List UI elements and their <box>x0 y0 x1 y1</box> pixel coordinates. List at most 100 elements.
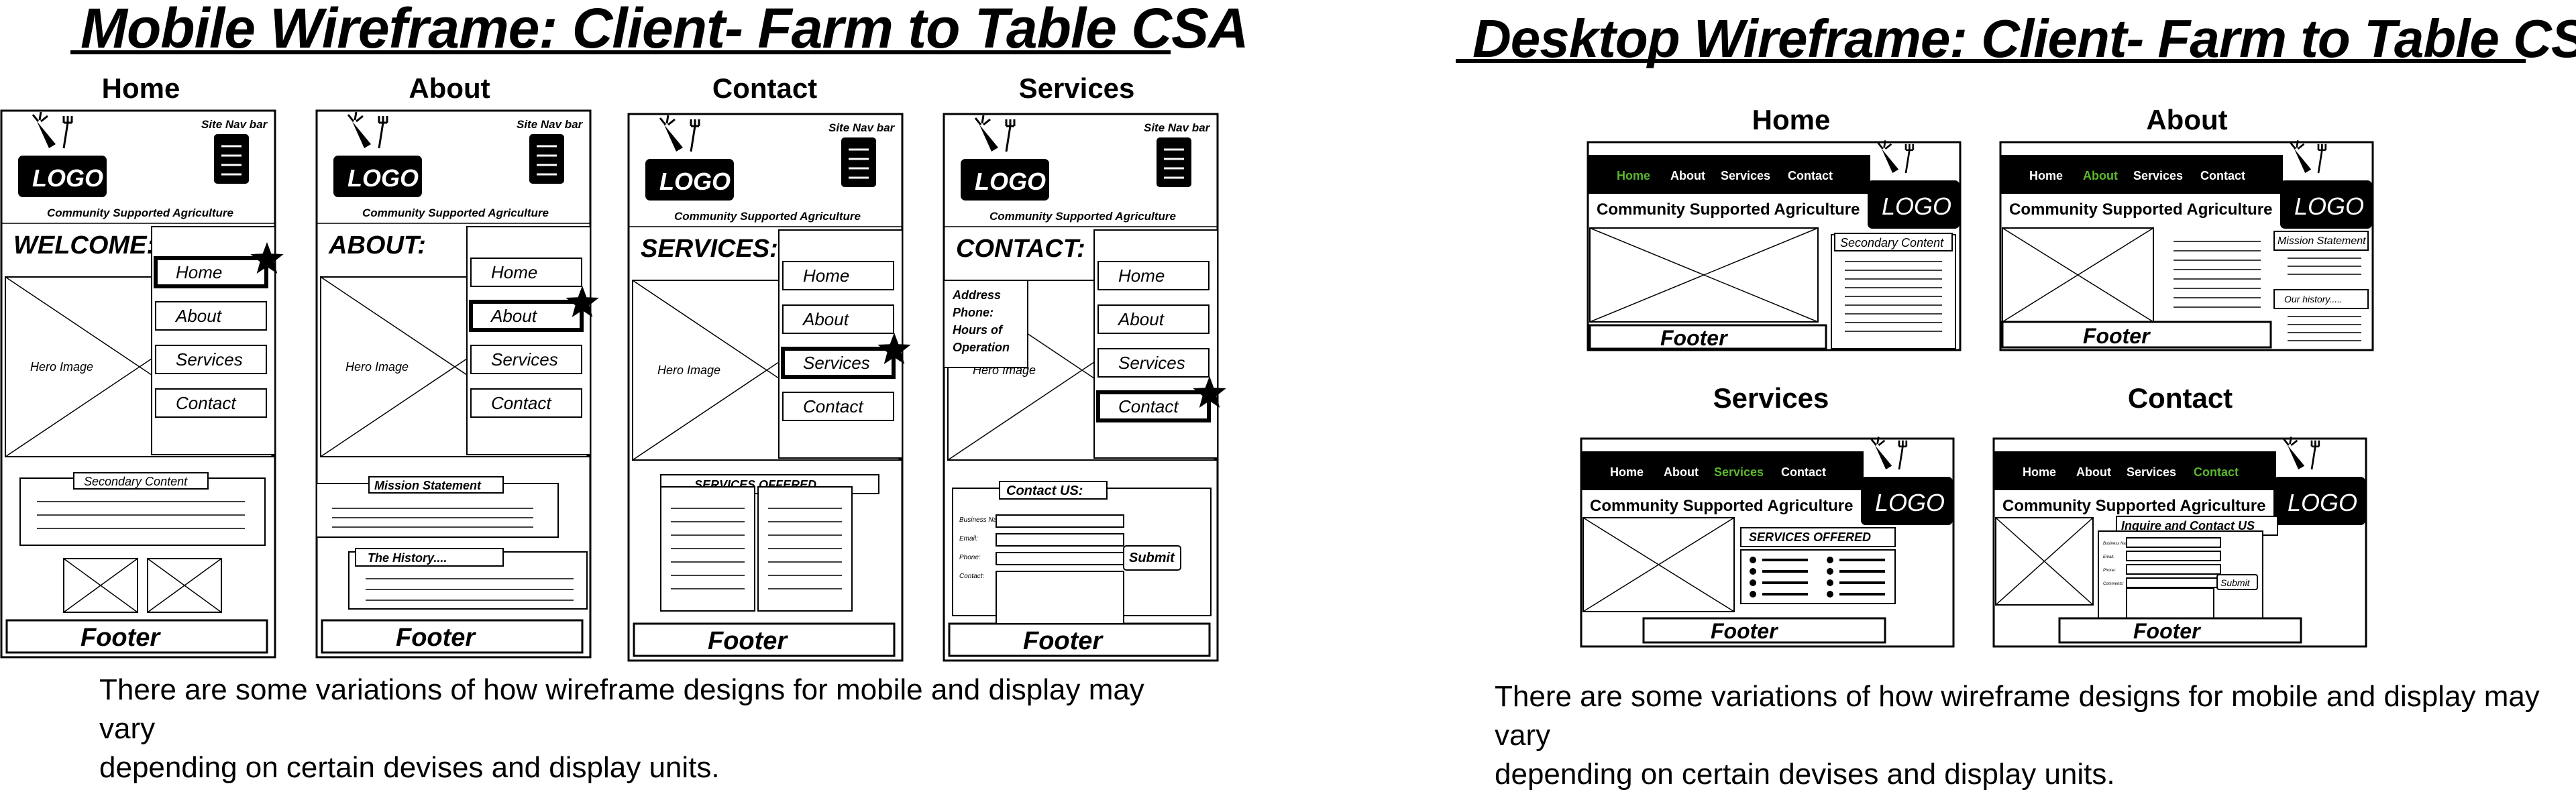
image-placeholder-diagonal <box>147 558 222 613</box>
nav-item-home[interactable]: Home <box>1610 465 1644 479</box>
nav-item-about[interactable]: About <box>2076 465 2111 479</box>
hamburger-menu-icon <box>214 134 249 184</box>
nav-item-about[interactable]: About <box>1664 465 1699 479</box>
image-placeholder-diagonal <box>1589 227 1819 323</box>
desktop-nav-bar <box>2000 155 2283 194</box>
desktop-title: Desktop Wireframe: Client- Farm to Table… <box>1472 9 2576 68</box>
address-info-box <box>943 280 1028 368</box>
nav-item-services[interactable]: Services <box>2133 169 2183 182</box>
mobile-page-label-about: About <box>409 72 490 104</box>
site-nav-label: Site Nav bar <box>517 118 584 131</box>
page-heading: SERVICES: <box>641 235 778 263</box>
image-placeholder-diagonal <box>1582 517 1735 612</box>
carrot-shape <box>2294 149 2312 173</box>
site-nav-label: Site Nav bar <box>828 121 896 134</box>
menu-item-home <box>1097 261 1210 290</box>
footer-box <box>5 619 268 654</box>
footer-box <box>633 622 896 657</box>
nav-item-services[interactable]: Services <box>2127 465 2176 479</box>
desktop-nav-bar <box>1587 155 1870 194</box>
desktop-caption-line-2: depending on certain devises and display… <box>1495 758 2115 791</box>
menu-item-about <box>469 300 584 332</box>
carrot-fork-icon <box>1877 140 1915 174</box>
menu-item-home <box>782 261 894 290</box>
mission-statement-tag <box>368 476 504 494</box>
menu-item-label: Contact <box>803 396 864 416</box>
hero-image-placeholder <box>1995 517 2094 606</box>
tagline-text: Community Supported Agriculture <box>989 210 1176 223</box>
nav-item-contact[interactable]: Contact <box>2200 169 2245 182</box>
logo-box <box>961 159 1049 201</box>
bullet-icon <box>1750 591 1756 598</box>
nav-item-about[interactable]: About <box>1670 169 1705 182</box>
carrot-fork-icon <box>2290 140 2327 174</box>
form-field-label: Business Name: <box>2103 542 2133 546</box>
bullet-icon <box>1827 579 1833 586</box>
services-offered-tag <box>1740 527 1896 547</box>
carrot-shape <box>979 125 998 152</box>
menu-item-label: Home <box>803 266 849 286</box>
active-star-icon <box>877 333 911 364</box>
mobile-title-underline <box>70 50 1171 54</box>
form-comment-area <box>2126 587 2214 622</box>
desktop-tagline: Community Supported Agriculture <box>1590 497 1853 515</box>
carrot-leaves <box>2290 140 2305 150</box>
desktop-tagline: Community Supported Agriculture <box>2009 201 2272 219</box>
bullet-icon <box>1827 557 1833 563</box>
secondary-content-label: Secondary Content <box>1840 236 1944 249</box>
nav-item-services[interactable]: Services <box>1714 465 1764 479</box>
menu-item-label: About <box>174 306 223 326</box>
nav-item-home[interactable]: Home <box>2029 169 2063 182</box>
carrot-leaves <box>32 111 48 123</box>
form-field-label: Comments: <box>2103 582 2124 586</box>
form-field-label: Email: <box>959 535 978 543</box>
carrot-fork-icon <box>2283 437 2320 470</box>
menu-item-contact <box>1096 390 1211 422</box>
mobile-caption: There are some variations of how wirefra… <box>99 671 1173 787</box>
desktop-logo-text: LOGO <box>1882 192 1951 220</box>
thumbnail-placeholder <box>63 558 138 613</box>
form-field-input <box>996 533 1124 547</box>
menu-item-label: Services <box>176 349 243 370</box>
services-offered-label: SERVICES OFFERED <box>1749 530 1871 544</box>
menu-item-home <box>154 256 268 288</box>
logo-box <box>18 156 107 197</box>
form-field-input <box>2126 564 2221 575</box>
carrot-fork-icon <box>32 111 73 149</box>
nav-item-services[interactable]: Services <box>1721 169 1770 182</box>
nav-item-about[interactable]: About <box>2083 169 2118 182</box>
carrot-leaves <box>347 111 364 123</box>
page-heading: CONTACT: <box>956 235 1085 263</box>
form-field-label: Business Name: <box>959 516 1008 524</box>
footer-label: Footer <box>396 624 476 652</box>
submit-button <box>1123 545 1181 571</box>
menu-item-label: About <box>490 306 538 326</box>
footer-box <box>2058 617 2302 644</box>
menu-item-label: Services <box>1118 353 1185 373</box>
form-field-label: Phone: <box>2103 569 2116 573</box>
nav-item-home[interactable]: Home <box>1617 169 1650 182</box>
nav-item-contact[interactable]: Contact <box>1781 465 1826 479</box>
desktop-nav-bar <box>1580 451 1864 490</box>
menu-item-label: Services <box>803 353 870 373</box>
footer-label: Footer <box>1711 619 1778 643</box>
fork-shape <box>2310 440 2320 470</box>
menu-item-contact <box>782 392 894 421</box>
nav-item-contact[interactable]: Contact <box>1788 169 1833 182</box>
tagline-text: Community Supported Agriculture <box>362 207 549 219</box>
tagline-text: Community Supported Agriculture <box>674 210 861 223</box>
carrot-leaves <box>659 115 676 126</box>
footer-box <box>2001 321 2272 349</box>
submit-button <box>2216 574 2258 590</box>
desktop-logo-box <box>2273 477 2365 525</box>
logo-box <box>645 159 734 201</box>
page-heading: WELCOME: <box>13 231 155 260</box>
menu-item-label: Home <box>176 262 222 282</box>
nav-item-contact[interactable]: Contact <box>2194 465 2239 479</box>
submit-label: Submit <box>2220 577 2251 588</box>
nav-item-home[interactable]: Home <box>2023 465 2056 479</box>
fork-shape <box>1898 440 1908 470</box>
